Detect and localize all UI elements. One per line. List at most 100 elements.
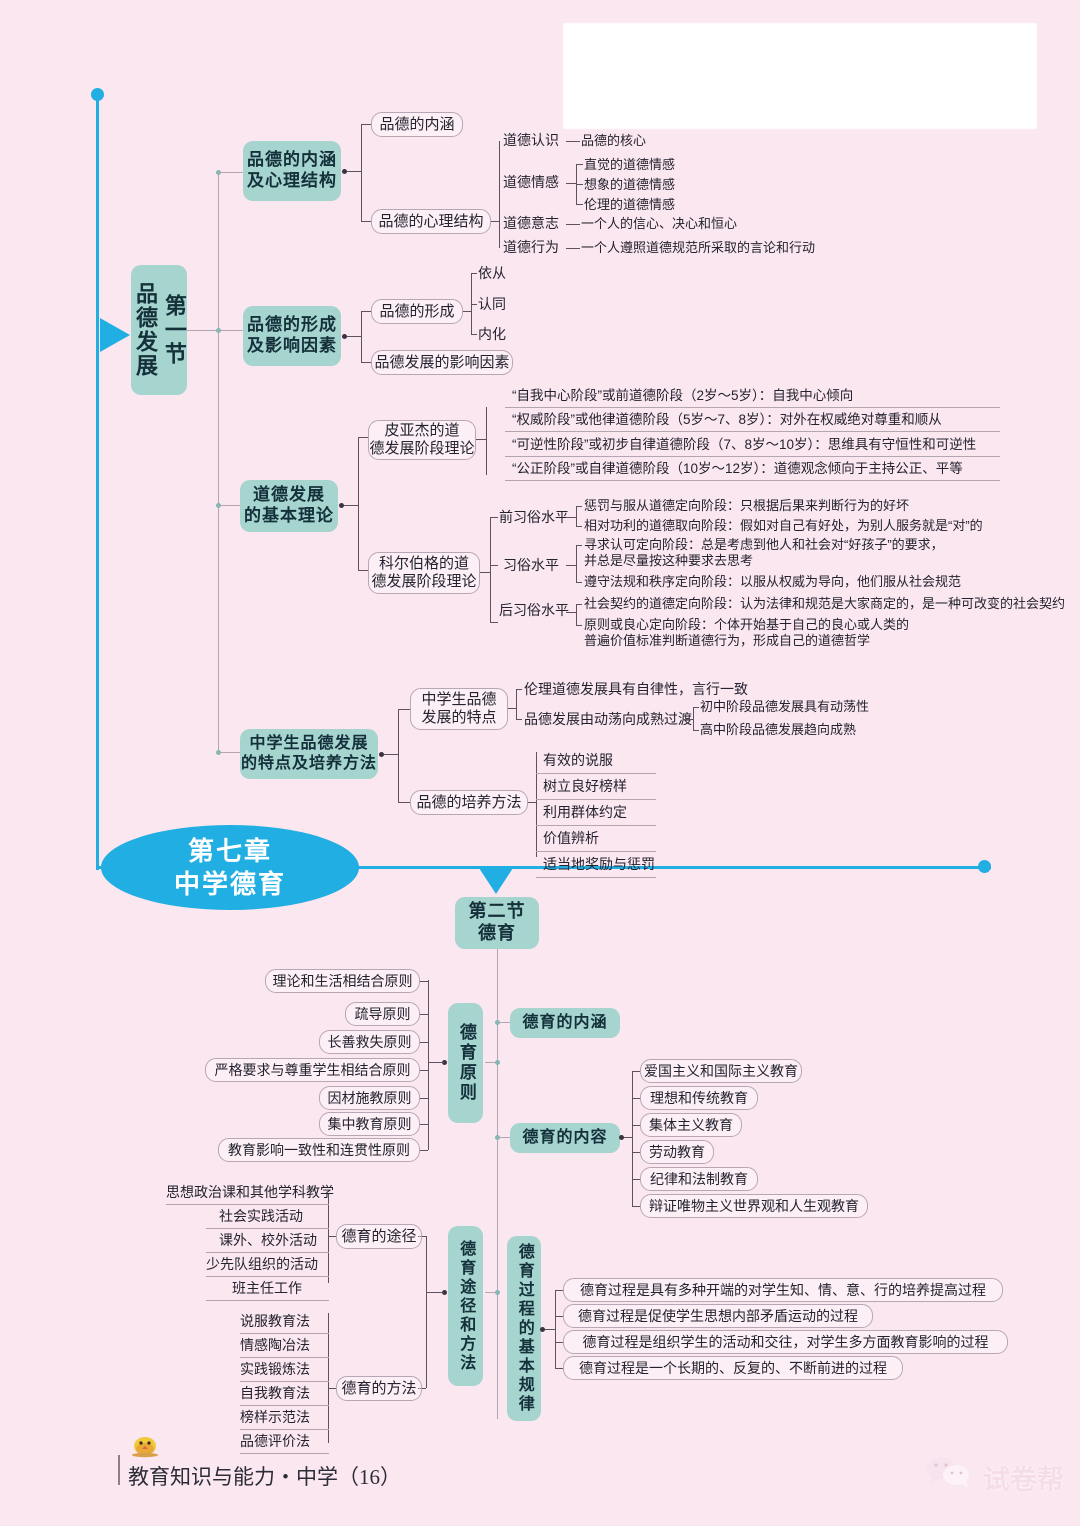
node-pinde-neihan[interactable]: 品德的内涵 <box>371 112 463 137</box>
content-item-6[interactable]: 辩证唯物主义世界观和人生观教育 <box>640 1194 868 1218</box>
law-item-3[interactable]: 德育过程是组织学生的活动和交往，对学生多方面教育影响的过程 <box>563 1330 1008 1354</box>
content-item-4[interactable]: 劳动教育 <box>640 1140 714 1164</box>
law-item-4[interactable]: 德育过程是一个长期的、反复的、不断前进的过程 <box>563 1356 903 1380</box>
kl2-i2 <box>576 582 582 583</box>
trait2-spine <box>693 707 694 731</box>
node-pinde-xinli-jiegou[interactable]: 品德的心理结构 <box>371 209 491 234</box>
principle-5[interactable]: 因材施教原则 <box>319 1086 420 1110</box>
n3-lead <box>632 1125 640 1126</box>
xingcheng-item-2: 认同 <box>478 296 506 312</box>
traits-line2: 发展的特点 <box>421 709 497 726</box>
node-daode-renshi[interactable]: 道德认识 <box>503 132 559 148</box>
kl1-spine <box>576 506 577 527</box>
node-deyu-guocheng-guilv[interactable]: 德育过程的基本规律 <box>507 1236 541 1421</box>
branch-1-node[interactable]: 品德的内涵 及心理结构 <box>243 141 341 201</box>
node-deyu-yuanze[interactable]: 德育原则 <box>448 1003 483 1123</box>
kohlberg-l2-item-2: 遵守法规和秩序定向阶段：以服从权威为导向，他们服从社会规范 <box>584 574 962 589</box>
center-topic-ellipse[interactable]: 第七章 中学德育 <box>101 825 359 910</box>
kohlberg-level-2[interactable]: 习俗水平 <box>503 557 559 573</box>
trait2-conn <box>683 719 693 720</box>
g2-lead <box>555 1316 563 1317</box>
node-deyu-tujing[interactable]: 德育的途径 <box>336 1224 422 1249</box>
node-kohlberg-theory[interactable]: 科尔伯格的道 德发展阶段理论 <box>368 552 480 594</box>
node-piaget-theory[interactable]: 皮亚杰的道 德发展阶段理论 <box>368 420 476 460</box>
principle-2[interactable]: 疏导原则 <box>345 1002 420 1026</box>
content-item-1[interactable]: 爱国主义和国际主义教育 <box>640 1059 802 1083</box>
content-item-3[interactable]: 集体主义教育 <box>640 1113 742 1137</box>
branch-2-line1: 品德的形成 <box>247 315 337 335</box>
principle-6[interactable]: 集中教育原则 <box>319 1112 420 1136</box>
branch-2-node[interactable]: 品德的形成 及影响因素 <box>243 306 341 366</box>
trait2-s1 <box>693 707 699 708</box>
branch-1-line2: 及心理结构 <box>247 171 337 190</box>
node-deyu-fangfa[interactable]: 德育的方法 <box>336 1376 422 1401</box>
law-item-2[interactable]: 德育过程是促使学生思想内部矛盾运动的过程 <box>563 1304 873 1328</box>
kohl-l3-lead <box>490 622 498 623</box>
node-daode-qinggan[interactable]: 道德情感 <box>503 174 559 190</box>
path-item-4: 少先队组织的活动 <box>206 1256 318 1272</box>
kl2-i1 <box>576 545 582 546</box>
method-item-3: 实践锻炼法 <box>240 1361 310 1377</box>
node-cultivation-methods[interactable]: 品德的培养方法 <box>410 790 528 815</box>
cult-rule-5 <box>536 877 656 878</box>
principle-7[interactable]: 教育影响一致性和连贯性原则 <box>218 1138 420 1162</box>
piaget-rule-1 <box>505 407 1000 408</box>
b3-v <box>358 437 359 571</box>
kohlberg-level-3[interactable]: 后习俗水平 <box>499 602 569 618</box>
section2-node[interactable]: 第二节 德育 <box>455 897 539 949</box>
b4-v <box>398 709 399 803</box>
content-item-2[interactable]: 理想和传统教育 <box>640 1086 758 1110</box>
b4-h <box>384 754 398 755</box>
s1-trunk-h <box>187 330 218 331</box>
cultivation-lead <box>528 802 536 803</box>
node-mid-school-traits[interactable]: 中学生品德 发展的特点 <box>410 688 508 730</box>
cult-rule-4 <box>536 851 656 852</box>
node-yingxiang-yinsu[interactable]: 品德发展的影响因素 <box>371 350 513 375</box>
branch-3-node[interactable]: 道德发展 的基本理论 <box>240 480 338 532</box>
node-daode-xingwei[interactable]: 道德行为 <box>503 239 559 255</box>
xingcheng-lead <box>463 311 471 312</box>
node-deyu-neihan[interactable]: 德育的内涵 <box>510 1008 620 1038</box>
daode-renshi-line <box>566 141 580 142</box>
node-daode-yizhi[interactable]: 道德意志 <box>503 215 559 231</box>
qinggan-i2 <box>576 184 583 185</box>
s1-b2-lead <box>218 330 243 331</box>
xc-i1 <box>471 273 477 274</box>
kohlberg-l3-item-2: 原则或良心定向阶段：个体开始基于自己的良心或人类的 普遍价值标准判断道德行为，形… <box>584 617 910 649</box>
p7-lead <box>420 1150 428 1151</box>
law-item-1[interactable]: 德育过程是具有多种开端的对学生知、情、意、行的培养提高过程 <box>563 1278 1003 1302</box>
qinggan-lead <box>566 183 576 184</box>
n6-lead <box>632 1206 640 1207</box>
b3-c1-lead <box>358 437 368 438</box>
node-pinde-xingcheng[interactable]: 品德的形成 <box>371 299 463 324</box>
detail-daode-yizhi: 一个人的信心、决心和恒心 <box>581 216 738 231</box>
kohlberg-l3-item-1: 社会契约的道德定向阶段：认为法律和规范是大家商定的，是一种可改变的社会契约 <box>584 596 1066 611</box>
node-deyu-tujing-fangfa[interactable]: 德育途径和方法 <box>448 1226 483 1386</box>
qinggan-item-3: 伦理的道德情感 <box>584 197 676 212</box>
traits-line1: 中学生品德 <box>421 691 497 708</box>
g4-lead <box>555 1368 563 1369</box>
principle-4[interactable]: 严格要求与尊重学生相结合原则 <box>205 1058 420 1082</box>
s2-trunk <box>497 949 498 1419</box>
method-item-2: 情感陶冶法 <box>240 1337 310 1353</box>
piaget-rule-3 <box>505 456 1000 457</box>
kl1-conn <box>566 517 576 518</box>
principle-1[interactable]: 理论和生活相结合原则 <box>265 969 420 993</box>
b3-h <box>344 505 358 506</box>
piaget-stage-2: “权威阶段”或他律道德阶段（5岁～7、8岁）：对外在权威绝对尊重和顺从 <box>512 412 942 427</box>
kohlberg-level-1[interactable]: 前习俗水平 <box>499 509 569 525</box>
traits-i2 <box>516 719 522 720</box>
principle-3[interactable]: 长善救失原则 <box>319 1030 420 1054</box>
tujing-items-conn <box>328 1236 336 1237</box>
branch-4-node[interactable]: 中学生品德发展 的特点及培养方法 <box>240 729 378 779</box>
detail-daode-xingwei: 一个人遵照道德规范所采取的言论和行动 <box>581 240 816 255</box>
detail-daode-renshi: 品德的核心 <box>581 133 647 148</box>
p3-lead <box>420 1042 428 1043</box>
blank-white-band <box>563 23 1037 129</box>
node-deyu-neirong[interactable]: 德育的内容 <box>510 1123 620 1153</box>
neirong-spine <box>632 1071 633 1207</box>
b1-h <box>347 171 361 172</box>
footer-label: 教育知识与能力・中学（16） <box>128 1465 401 1489</box>
content-item-5[interactable]: 纪律和法制教育 <box>640 1167 758 1191</box>
section1-node[interactable]: 第一节 品德发展 <box>131 265 187 395</box>
